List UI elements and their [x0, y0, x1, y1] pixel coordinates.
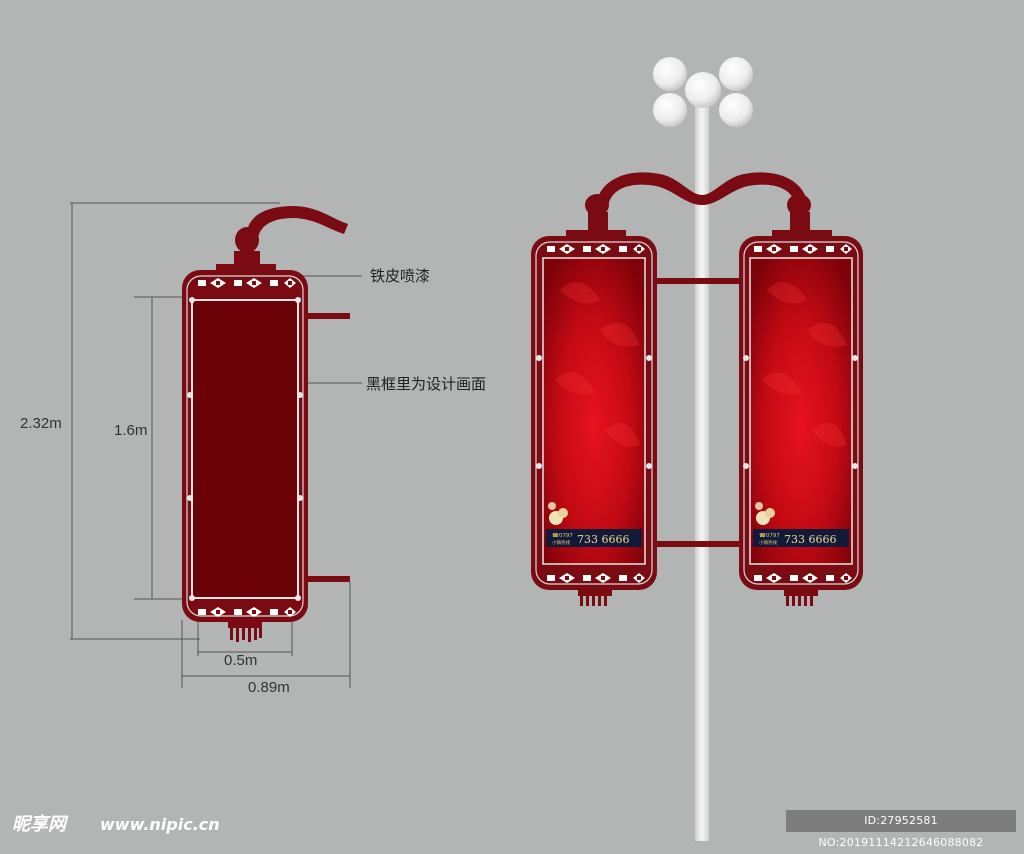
phone-number-right: 733 6666 — [784, 533, 837, 546]
phone-bar-left — [546, 529, 642, 547]
peony-decoration — [755, 502, 775, 525]
label-frame-material: 铁皮喷漆 — [370, 267, 430, 285]
left-elevation-drawing: 2.32m 1.6m 0.5m 0.89m 铁皮喷漆 黑框里为设计画面 — [20, 202, 486, 696]
watermark-site: www.nipic.cn — [100, 815, 220, 834]
dimension-lines — [70, 202, 362, 688]
mount-bracket-top — [308, 313, 350, 319]
hotline-label-left: 小镇热线 — [552, 539, 570, 546]
phone-bar-right — [753, 529, 849, 547]
phone-number-left: 733 6666 — [577, 533, 630, 546]
hotline-label-right: 小镇热线 — [759, 539, 777, 546]
watermark-logo: 昵享网 — [12, 814, 69, 835]
lantern-left: ☎0797 小镇热线 733 6666 — [531, 236, 657, 606]
area-code-left: ☎0797 — [552, 532, 573, 539]
design-area-panel — [191, 299, 299, 599]
watermark: 昵享网 www.nipic.cn — [12, 814, 220, 835]
decorative-arm — [596, 172, 808, 206]
dim-panel-height: 1.6m — [114, 422, 147, 439]
right-pole-rendering: ☎0797 小镇热线 733 6666 — [531, 57, 863, 841]
dim-total-height: 2.32m — [20, 415, 62, 432]
tassel — [228, 620, 262, 642]
lamp-pole — [695, 96, 709, 841]
image-id-label: ID:27952581 NO:20191114212646088082 — [786, 810, 1016, 849]
lantern-right: ☎0797 小镇热线 733 6666 — [739, 236, 863, 606]
mount-bracket-bottom — [308, 576, 350, 582]
dim-total-width: 0.89m — [248, 679, 290, 696]
hanging-hook — [245, 206, 348, 246]
peony-decoration — [548, 502, 568, 525]
dim-panel-width: 0.5m — [224, 652, 257, 669]
area-code-right: ☎0797 — [759, 532, 780, 539]
street-lamp-globes — [653, 57, 753, 127]
label-design-area: 黑框里为设计画面 — [366, 375, 486, 393]
